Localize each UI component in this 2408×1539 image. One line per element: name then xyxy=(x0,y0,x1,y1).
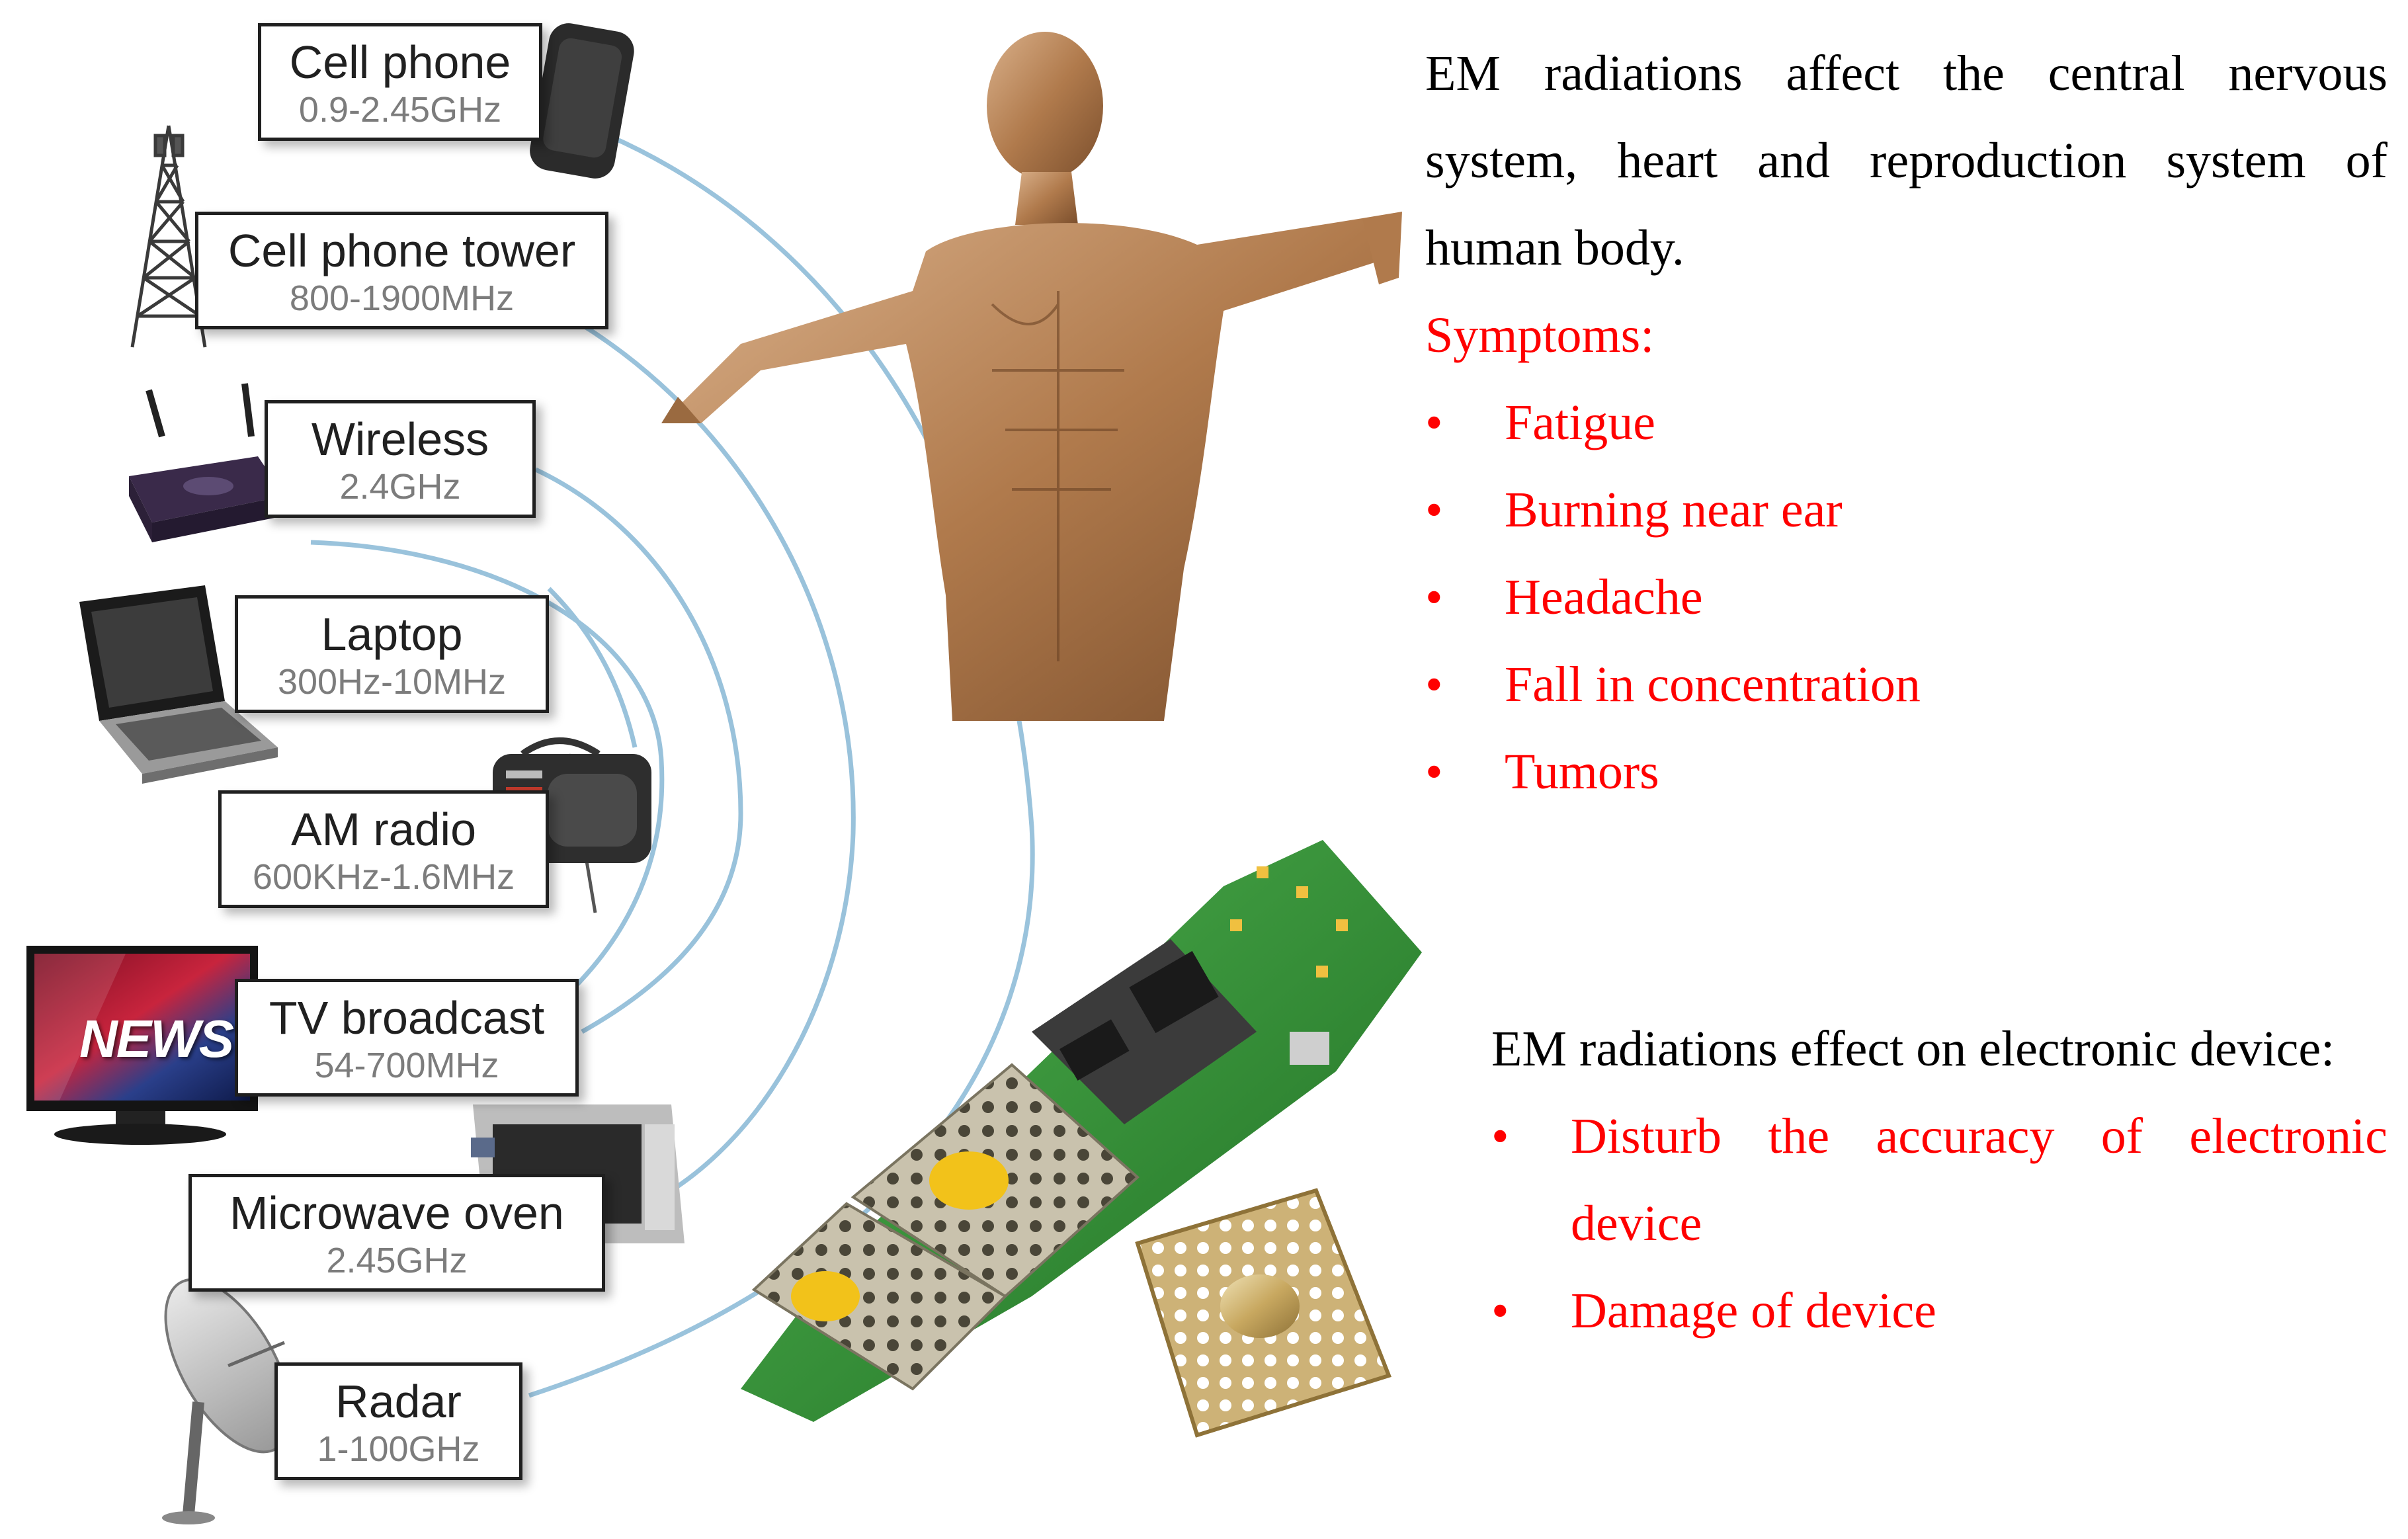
router-icon xyxy=(129,383,284,542)
wave-arc-inner xyxy=(310,540,665,1007)
device-name: TV broadcast xyxy=(269,992,545,1044)
device-name: Cell phone xyxy=(289,36,511,88)
device-frequency: 54-700MHz xyxy=(314,1046,499,1085)
wave-arc-tower xyxy=(501,282,856,1213)
device-effects-panel: EM radiations effect on electronic devic… xyxy=(1491,1005,2387,1354)
device-name: Laptop xyxy=(321,608,463,660)
human-body-figure xyxy=(661,32,1402,721)
human-effects-panel: EM radiations affect the central nervous… xyxy=(1425,30,2387,815)
list-item: Disturb the accuracy of electronic devic… xyxy=(1491,1093,2387,1267)
label-laptop: Laptop 300Hz-10MHz xyxy=(235,595,549,713)
device-name: Radar xyxy=(335,1376,462,1427)
cell-phone-icon xyxy=(530,23,634,179)
device-effects-list: Disturb the accuracy of electronic devic… xyxy=(1491,1093,2387,1354)
symptoms-list: Fatigue Burning near ear Headache Fall i… xyxy=(1425,379,2387,815)
label-wireless: Wireless 2.4GHz xyxy=(265,400,536,518)
device-name: Microwave oven xyxy=(229,1187,564,1239)
device-frequency: 2.45GHz xyxy=(326,1241,468,1280)
list-item: Burning near ear xyxy=(1425,466,2387,554)
device-frequency: 600KHz-1.6MHz xyxy=(252,857,515,897)
human-effects-intro: EM radiations affect the central nervous… xyxy=(1425,46,2387,276)
laptop-icon xyxy=(79,585,278,784)
label-tv-broadcast: TV broadcast 54-700MHz xyxy=(235,979,579,1097)
list-item: Tumors xyxy=(1425,728,2387,815)
device-name: Wireless xyxy=(311,413,489,465)
device-name: Cell phone tower xyxy=(228,225,576,276)
list-item: Fall in concentration xyxy=(1425,641,2387,728)
device-frequency: 0.9-2.45GHz xyxy=(298,90,502,130)
device-name: AM radio xyxy=(290,804,477,855)
pcb-board-image xyxy=(741,840,1422,1422)
list-item: Damage of device xyxy=(1491,1267,2387,1354)
label-am-radio: AM radio 600KHz-1.6MHz xyxy=(218,790,549,908)
device-frequency: 800-1900MHz xyxy=(289,278,515,318)
tv-news-text: NEWS xyxy=(79,1009,234,1068)
tower-icon xyxy=(130,125,207,348)
label-microwave-oven: Microwave oven 2.45GHz xyxy=(188,1174,605,1292)
device-effects-intro: EM radiations effect on electronic devic… xyxy=(1491,1021,2335,1077)
radar-dish-icon xyxy=(162,1278,292,1524)
rf-shield-image xyxy=(1135,1188,1391,1438)
device-frequency: 300Hz-10MHz xyxy=(277,662,507,702)
device-frequency: 2.4GHz xyxy=(339,467,461,507)
label-cell-phone-tower: Cell phone tower 800-1900MHz xyxy=(195,212,608,329)
wave-arc-wireless xyxy=(534,467,743,1034)
list-item: Fatigue xyxy=(1425,379,2387,466)
wave-arc-radio xyxy=(547,587,638,748)
device-frequency: 1-100GHz xyxy=(317,1429,480,1469)
tv-icon xyxy=(26,946,258,1145)
label-radar: Radar 1-100GHz xyxy=(274,1362,522,1480)
list-item: Headache xyxy=(1425,554,2387,641)
symptoms-heading: Symptoms: xyxy=(1425,308,1655,363)
label-cell-phone: Cell phone 0.9-2.45GHz xyxy=(258,23,542,141)
